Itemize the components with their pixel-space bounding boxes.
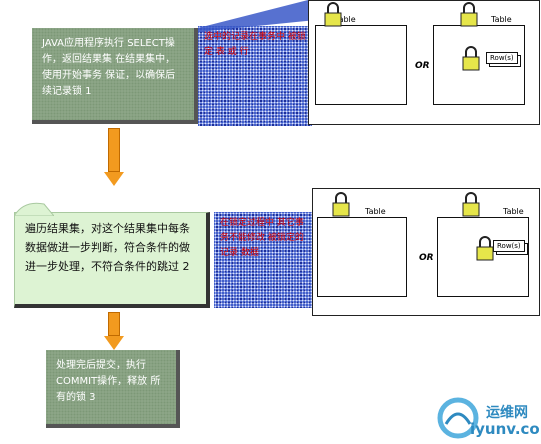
brand-logo-icon [437,397,479,439]
step-2-box: 遍历结果集，对这个结果集中每条数据做进一步判断，符合条件的做进一步处理，不符合条… [14,212,210,308]
table-diagram [437,217,529,297]
flow-arrow-1-head [104,172,124,186]
table-diagram [317,217,407,297]
callout-2: 在锁定过程中 其它事务不能修改 被锁定的记录 数据 [214,212,314,308]
lock-icon [332,192,350,217]
lock-icon [476,236,494,261]
or-label: OR [415,61,430,71]
lock-icon [460,2,478,27]
step-1-box: JAVA应用程序执行 SELECT操作，返回结果集 在结果集中，使用开始事务 保… [32,28,198,124]
step-1-text: JAVA应用程序执行 SELECT操作，返回结果集 在结果集中，使用开始事务 保… [42,38,176,97]
brand-site: iyunv.com [470,420,541,438]
callout-1-text: 选中的记录在事务中 被锁定 表 或 行 [204,32,306,57]
lock-panel-bottom: Table OR Table Row(s) [312,188,540,316]
flow-arrow-2-head [104,336,124,350]
table-label: Table [503,207,524,216]
table-diagram [315,25,407,105]
table-label: Table [365,207,386,216]
step-2-tab [14,202,54,216]
lock-icon [462,46,480,71]
lock-icon [324,2,342,27]
table-label: Table [335,15,356,24]
or-label: OR [419,253,434,263]
brand-name: 运维网 [486,405,528,421]
callout-2-text: 在锁定过程中 其它事务不能修改 被锁定的记录 数据 [220,218,304,258]
step-3-text: 处理完后提交，执行 COMMIT操作，释放 所有的锁 3 [56,360,161,403]
table-label: Table [491,15,512,24]
rows-label: Row(s) [486,52,518,64]
flow-arrow-1 [108,128,120,172]
callout-1: 选中的记录在事务中 被锁定 表 或 行 [198,26,312,126]
step-2-text: 遍历结果集，对这个结果集中每条数据做进一步判断，符合条件的做进一步处理，不符合条… [25,222,190,273]
rows-label: Row(s) [493,240,525,252]
lock-panel-top: Table OR Table Row(s) [308,0,540,125]
callout-1-pointer [198,0,316,32]
step-3-box: 处理完后提交，执行 COMMIT操作，释放 所有的锁 3 [46,350,180,428]
flow-arrow-2 [108,312,120,336]
lock-icon [462,192,480,217]
